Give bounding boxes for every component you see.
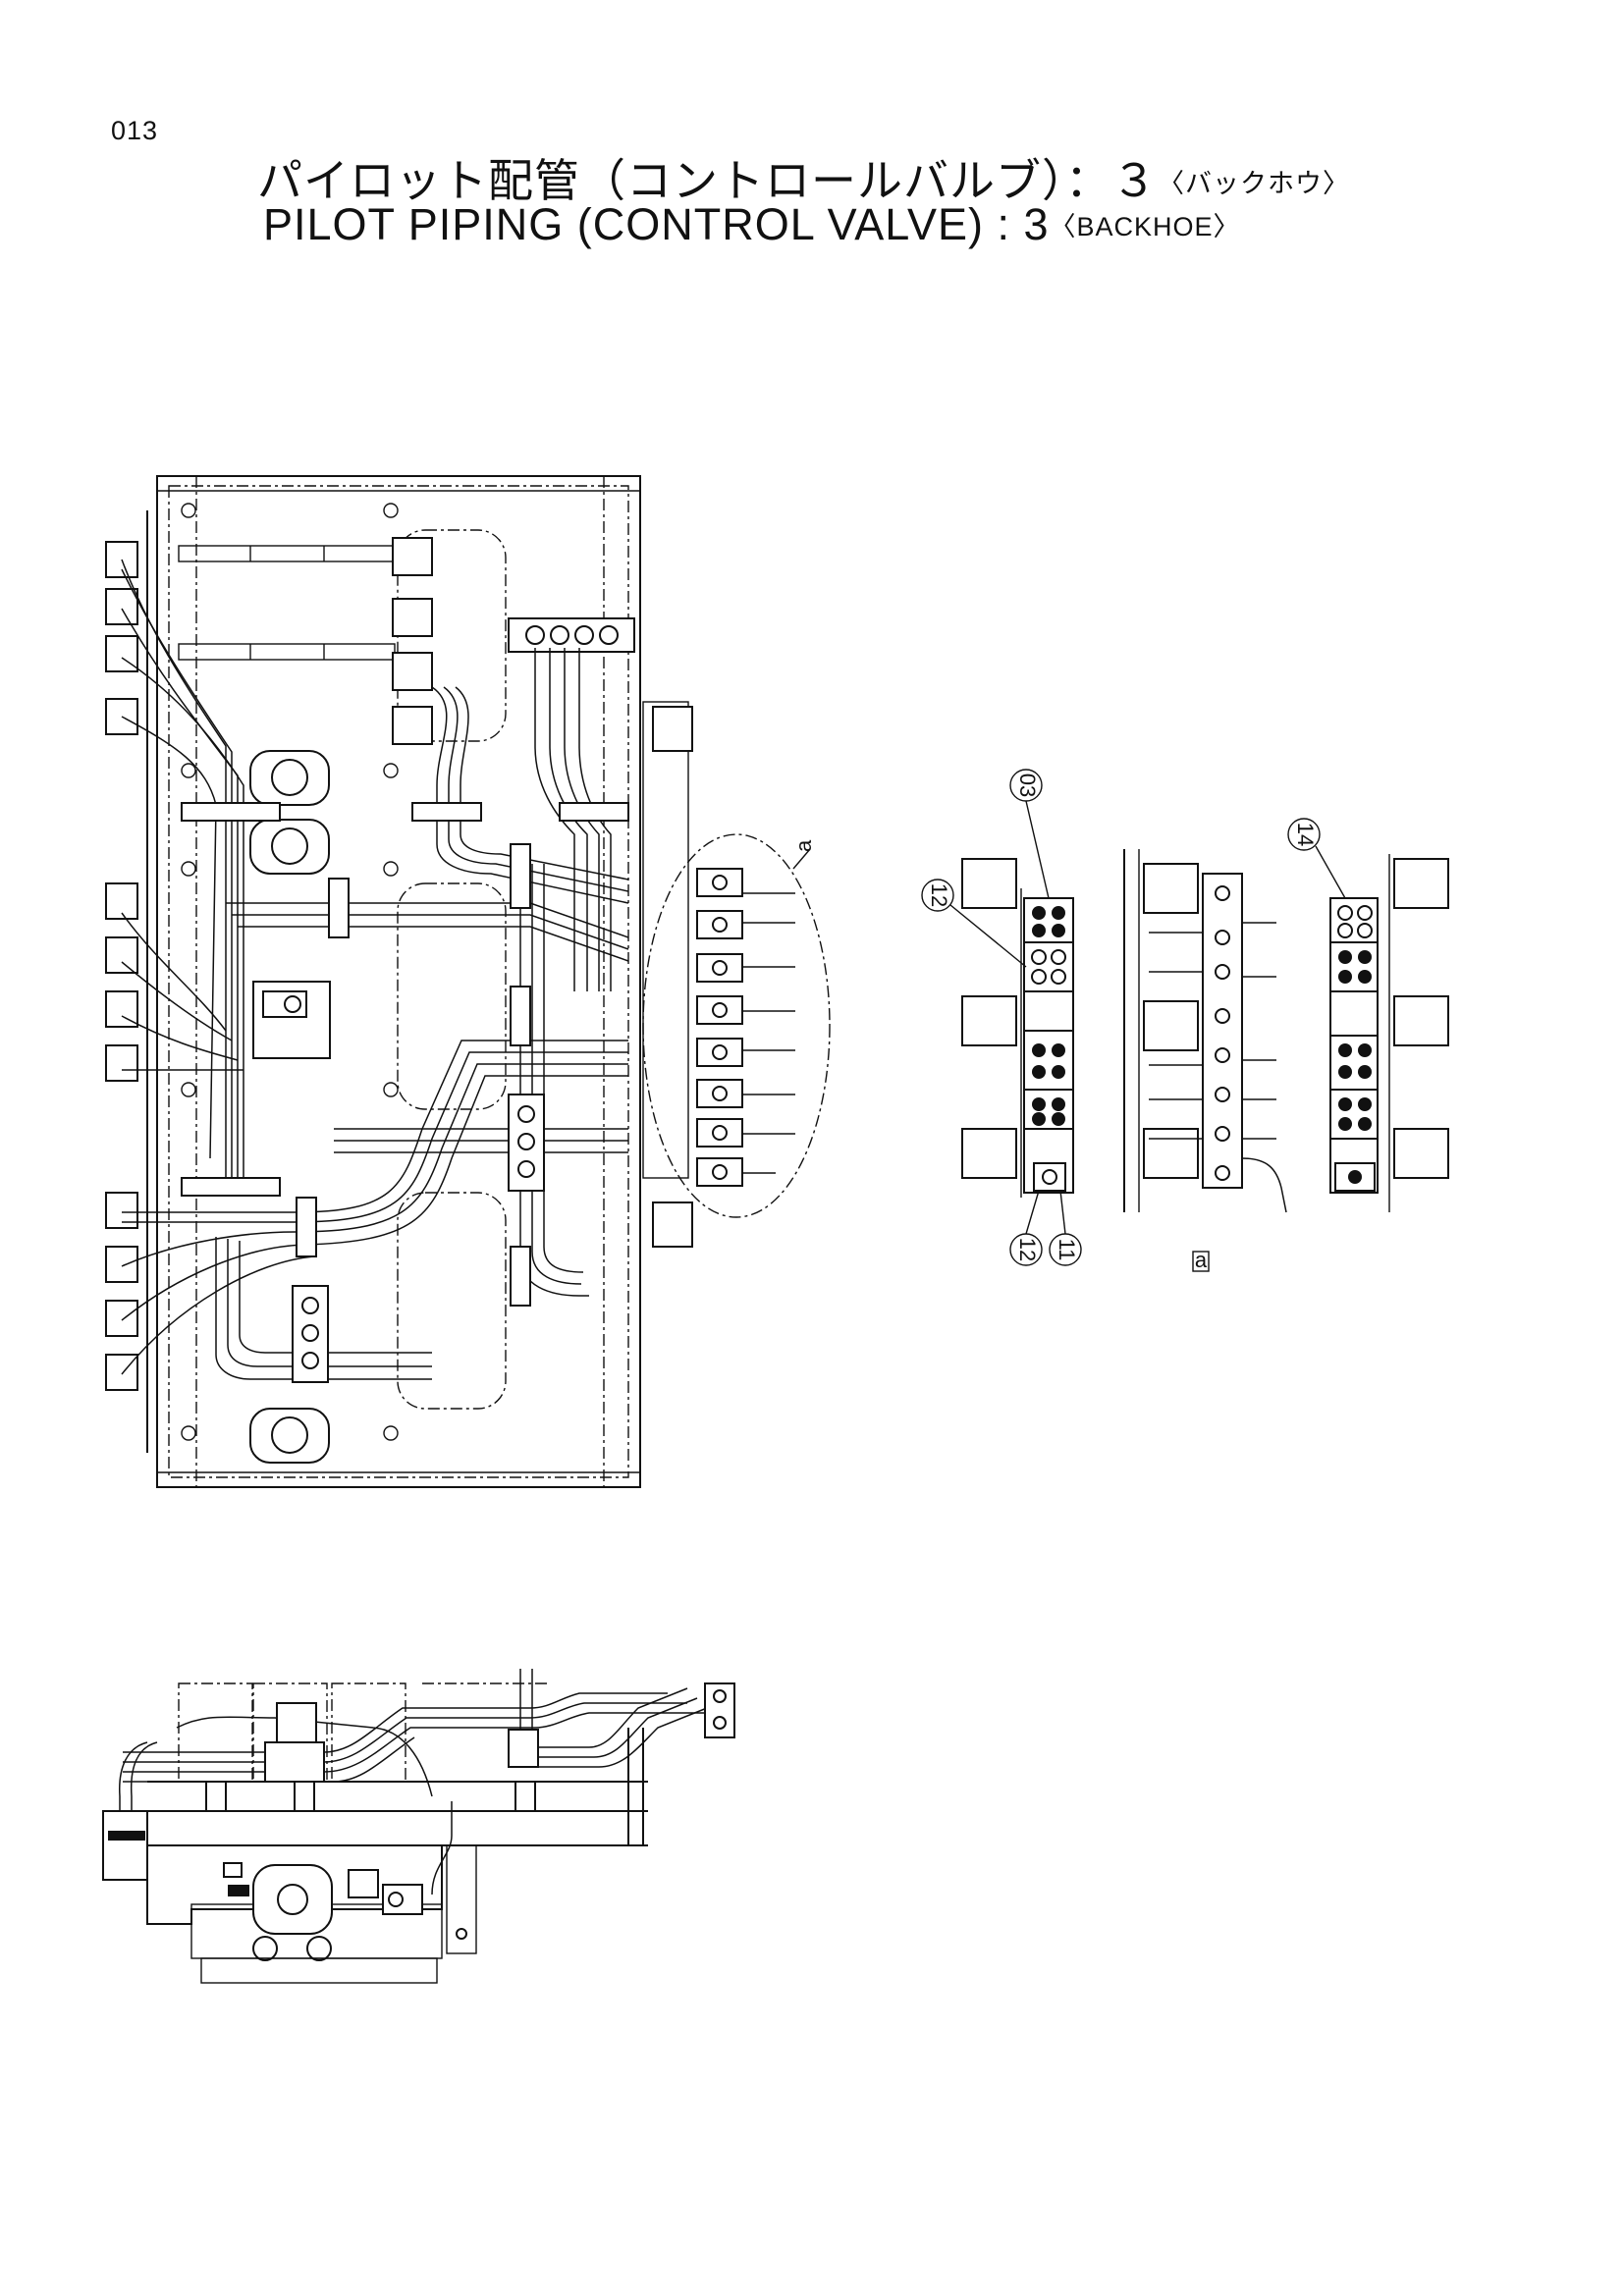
callout-12-bottom: 12 <box>1015 1238 1040 1261</box>
detail-view-a: 03 12 12 11 14 <box>921 769 1449 1272</box>
callout-14: 14 <box>1293 823 1318 846</box>
title-japanese-suffix: 〈バックホウ〉 <box>1158 169 1350 199</box>
side-elevation-view <box>102 1669 735 1984</box>
title-japanese-main: パイロット配管（コントロールバルブ）：３ <box>257 154 1158 207</box>
callout-11: 11 <box>1055 1239 1079 1261</box>
title-japanese: パイロット配管（コントロールバルブ）：３〈バックホウ〉 <box>257 145 1350 210</box>
title-english-suffix: 〈BACKHOE〉 <box>1049 212 1241 241</box>
callout-12-top: 12 <box>927 883 951 907</box>
callout-03: 03 <box>1015 774 1040 797</box>
title-english: PILOT PIPING (CONTROL VALVE) : 3〈BACKHOE… <box>263 199 1241 250</box>
detail-marker-a: a <box>1195 1248 1208 1272</box>
main-plan-view: a <box>105 475 831 1488</box>
title-english-main: PILOT PIPING (CONTROL VALVE) : 3 <box>263 199 1050 249</box>
page-number: 013 <box>111 116 159 145</box>
view-marker-a: a <box>791 839 816 852</box>
